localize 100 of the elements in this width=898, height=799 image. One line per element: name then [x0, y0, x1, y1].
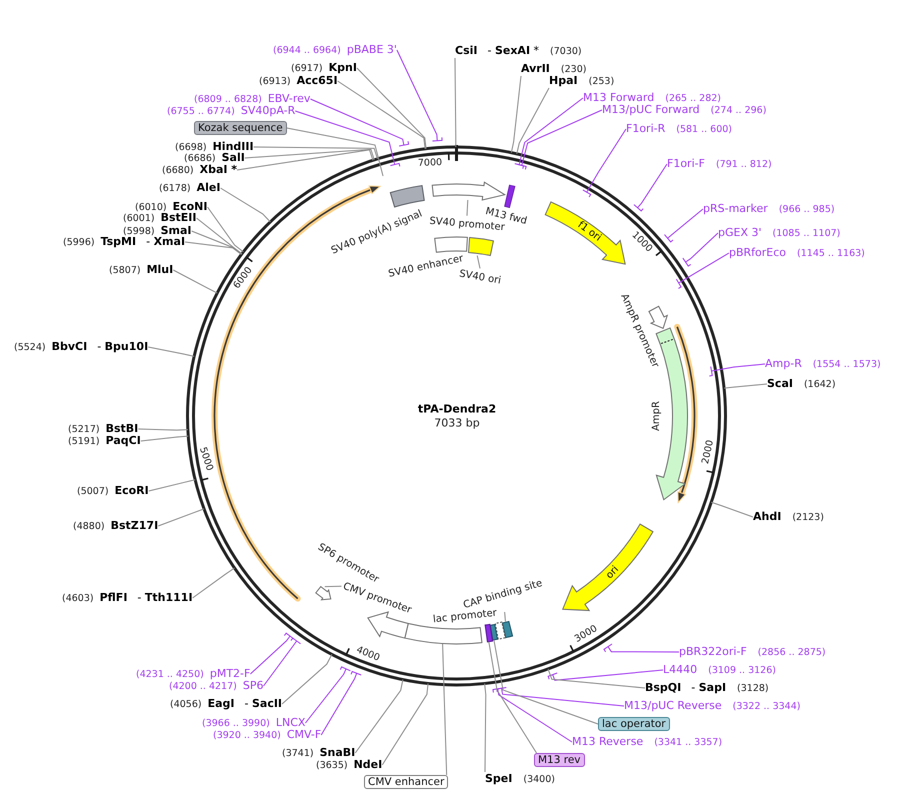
leader-line: [548, 668, 646, 688]
enzyme-name: XbaI *: [200, 163, 238, 176]
primer-position: (3109 .. 3126): [708, 664, 776, 677]
leader-line: [504, 612, 506, 622]
enzyme-name: SpeI: [485, 772, 512, 785]
leader-line: [310, 98, 410, 147]
site-position: (5191): [68, 435, 100, 448]
enzyme-name: EagI: [208, 697, 234, 710]
enzyme-name: - SapI: [691, 681, 726, 694]
enhancer-box: [404, 622, 482, 644]
primer-position: (3966 .. 3990): [202, 717, 270, 730]
leader-line: [488, 641, 538, 754]
site-position: (6917): [291, 62, 323, 75]
enzyme-name: BstBI: [106, 422, 138, 435]
enzyme-name: ScaI: [767, 377, 793, 390]
leader-line: [664, 208, 704, 243]
enzyme-name: AvrII: [521, 62, 550, 75]
leader-line: [603, 644, 680, 652]
primer-position: (274 .. 296): [710, 104, 766, 117]
site-position: (6686): [184, 152, 216, 164]
origin-feature: [544, 200, 627, 266]
polya-signal-box: [390, 185, 425, 208]
primer-position: (1085 .. 1107): [772, 227, 840, 240]
scale-label: 7000: [418, 157, 442, 170]
leader-line: [382, 683, 429, 766]
enzyme-name: BstZ17I: [110, 519, 158, 532]
primer-name: pBRforEco: [729, 246, 786, 259]
site-position: (6178): [159, 182, 191, 195]
site-position: (5807): [109, 264, 141, 277]
site-position: (6010): [135, 201, 167, 213]
primer-name: LNCX: [276, 716, 306, 729]
feature-tag: M13 rev: [534, 753, 585, 767]
promoter-box: [494, 622, 506, 640]
site-position: (5996): [63, 236, 95, 249]
leader-line: [220, 188, 271, 222]
leader-line: [138, 428, 188, 431]
leader-line: [633, 164, 668, 212]
primer-position: (581 .. 600): [676, 123, 732, 136]
site-position: (5007): [77, 485, 109, 498]
leader-line: [682, 232, 718, 267]
primer-name: Amp-R: [765, 357, 802, 370]
primer-position: (966 .. 985): [778, 203, 835, 216]
site-position: (4603): [62, 592, 94, 605]
primer-position: (3920 .. 3940): [213, 729, 281, 742]
leader-line: [466, 200, 468, 216]
primer-name: M13/pUC Forward: [602, 103, 700, 116]
site-position: (4880): [73, 520, 105, 533]
primer-position: (791 .. 812): [716, 158, 772, 171]
primer-name: pMT2-F: [210, 667, 250, 680]
enzyme-name: - SacII: [244, 697, 282, 710]
primer-name: pRS-marker: [703, 202, 768, 215]
leader-line: [516, 88, 550, 154]
leader-line: [337, 80, 426, 150]
enzyme-name: EcoNI: [172, 200, 208, 213]
primer-name: M13 Reverse: [572, 735, 644, 748]
scale-label: 4000: [354, 644, 381, 664]
enzyme-name: - Bpu10I: [97, 340, 148, 353]
enzyme-name: CsiI: [455, 44, 478, 57]
leader-line: [396, 50, 443, 142]
leader-line: [158, 508, 205, 526]
enzyme-name: NdeI: [354, 758, 382, 771]
primer-name: SP6: [242, 679, 264, 692]
primer-position: (1145 .. 1163): [797, 247, 865, 260]
primer-position: (3322 .. 3344): [732, 700, 800, 713]
leader-line: [510, 76, 522, 154]
primer-position: (265 .. 282): [665, 92, 721, 104]
leader-line: [294, 110, 400, 167]
site-position: (5217): [68, 423, 100, 436]
leader-line: [250, 632, 294, 674]
site-position: (1642): [804, 378, 836, 391]
scale-label: 5000: [197, 446, 216, 472]
site-position: (3741): [282, 747, 314, 760]
leader-line: [710, 502, 754, 518]
enzyme-name: SalI: [222, 151, 245, 164]
site-position: (7030): [550, 45, 582, 58]
enzyme-name: EcoRI: [114, 484, 149, 497]
feature-tag: CMV enhancer: [364, 775, 448, 789]
leader-line: [304, 666, 351, 724]
leader-line: [484, 683, 486, 772]
enzyme-name: - SexAI*: [487, 44, 540, 57]
leader-line: [244, 148, 375, 160]
primer-position: (3341 .. 3357): [654, 736, 722, 749]
leader-line: [354, 679, 404, 754]
leader-line: [492, 688, 572, 742]
primer-name: CMV-F: [286, 728, 322, 741]
site-position: (6698): [175, 141, 207, 154]
leader-line: [324, 586, 342, 588]
feature-tag: Kozak sequence: [194, 121, 287, 135]
leader-line: [184, 242, 242, 255]
enzyme-name: AhdI: [753, 510, 782, 523]
leader-line: [320, 670, 362, 736]
leader-line: [140, 436, 189, 442]
leader-line: [253, 146, 378, 160]
primer-name: pGEX 3': [718, 226, 762, 239]
site-position: (6913): [259, 75, 291, 88]
leader-line: [172, 270, 218, 294]
leader-line: [493, 640, 598, 724]
primer-name: F1ori-F: [667, 157, 705, 170]
site-position: (4056): [170, 698, 202, 711]
enzyme-name: SmaI: [160, 224, 192, 237]
